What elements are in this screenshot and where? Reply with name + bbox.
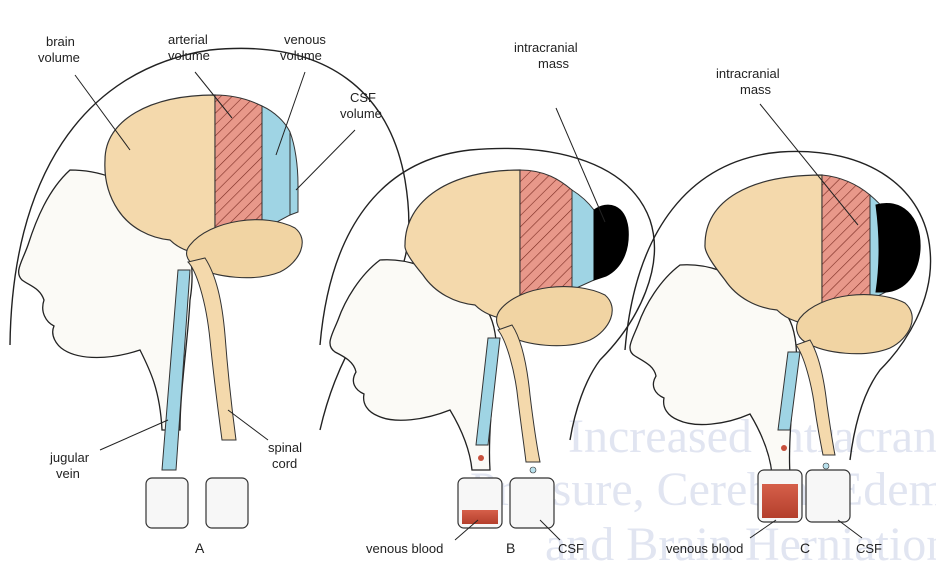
beaker-a-2: [206, 478, 248, 528]
label-mass-b-2: mass: [538, 56, 570, 71]
label-venous-blood-c: venous blood: [666, 541, 743, 556]
csf-drop-b: [530, 467, 536, 473]
panel-letter-b: B: [506, 540, 515, 556]
spinal-cord-a: [188, 258, 236, 440]
label-csf-2: volume: [340, 106, 382, 121]
label-cord-1: spinal: [268, 440, 302, 455]
label-mass-b-1: intracranial: [514, 40, 578, 55]
label-mass-c-2: mass: [740, 82, 772, 97]
beaker-a-1: [146, 478, 188, 528]
intracranial-mass-b-shape: [594, 205, 628, 280]
csf-volume-a: [290, 132, 298, 215]
leader-jugular: [100, 420, 168, 450]
spinal-cord-b: [498, 325, 540, 462]
label-csf-1: CSF: [350, 90, 376, 105]
panel-letter-c: C: [800, 540, 810, 556]
label-venous-blood-b: venous blood: [366, 541, 443, 556]
beaker-b-csf: [510, 478, 554, 528]
blood-drop-c: [781, 445, 787, 451]
panel-letter-a: A: [195, 540, 205, 556]
blood-level-c: [762, 484, 798, 518]
blood-level-b: [462, 510, 498, 524]
leader-brain: [75, 75, 130, 150]
label-arterial-2: volume: [168, 48, 210, 63]
label-brain-1: brain: [46, 34, 75, 49]
label-csf-c: CSF: [856, 541, 882, 556]
label-csf-b: CSF: [558, 541, 584, 556]
label-mass-c-1: intracranial: [716, 66, 780, 81]
venous-volume-b: [572, 190, 594, 290]
label-venous-2: volume: [280, 48, 322, 63]
venous-volume-a: [262, 106, 290, 230]
blood-drop-b: [478, 455, 484, 461]
label-jugular-1: jugular: [49, 450, 90, 465]
label-arterial-1: arterial: [168, 32, 208, 47]
label-venous-1: venous: [284, 32, 326, 47]
label-brain-2: volume: [38, 50, 80, 65]
label-cord-2: cord: [272, 456, 297, 471]
csf-drop-c: [823, 463, 829, 469]
leader-csf: [296, 130, 355, 190]
label-jugular-2: vein: [56, 466, 80, 481]
intracranial-mass-c-shape: [876, 203, 920, 292]
beaker-c-csf: [806, 470, 850, 522]
